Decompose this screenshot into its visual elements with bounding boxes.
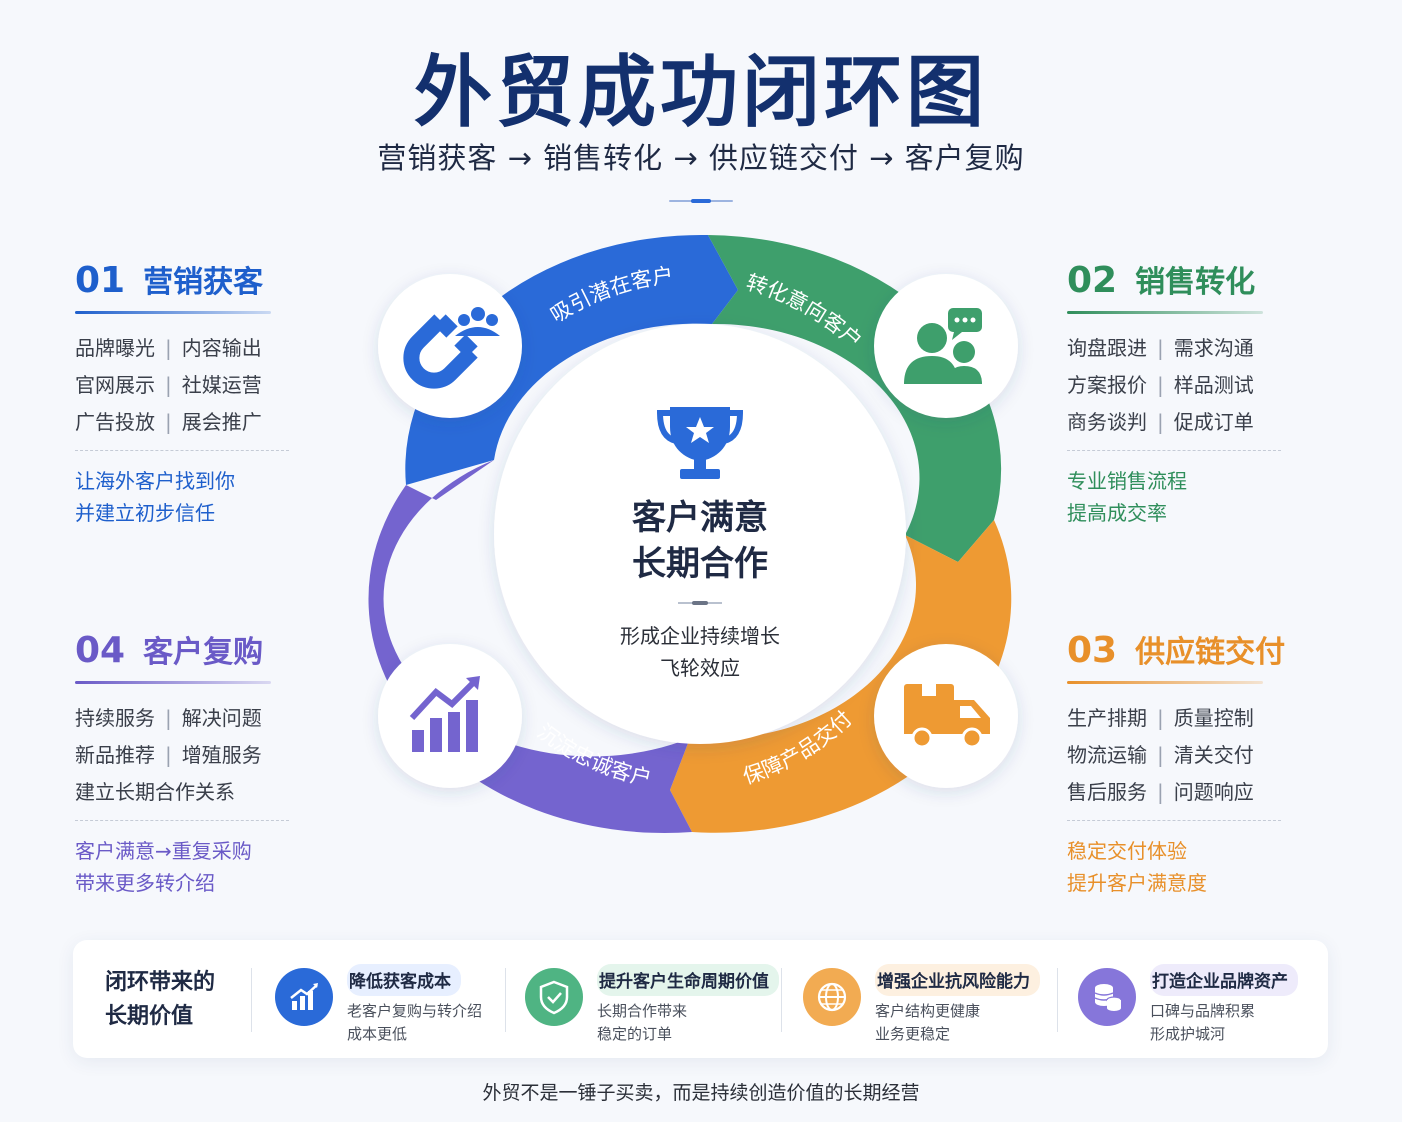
panel-note: 并建立初步信任 xyxy=(75,501,215,525)
panel-title: 供应链交付 xyxy=(1135,635,1286,670)
footer-slogan: 外贸不是一锤子买卖，而是持续创造价值的长期经营 xyxy=(482,1082,920,1104)
panel-repurchase: 04 客户复购 持续服务|解决问题 新品推荐|增殖服务 建立长期合作关系 客户满意… xyxy=(75,627,295,899)
panel-note: 提升客户满意度 xyxy=(1067,871,1207,895)
center-title: 客户满意 长期合作 xyxy=(520,495,880,587)
panel-note: 客户满意→重复采购 xyxy=(75,839,252,863)
panel-line: 商务谈判|促成订单 xyxy=(1067,410,1254,434)
value-bar: 闭环带来的 长期价值 降低获客成本 老客户复购与转介绍 成本更低 提升客户生命周… xyxy=(73,940,1328,1058)
value-item-desc: 客户结构更健康 xyxy=(875,1002,981,1020)
panel-note: 让海外客户找到你 xyxy=(75,469,235,493)
panel-title: 营销获客 xyxy=(143,265,264,300)
panel-underline xyxy=(75,311,271,314)
ring-segment-blue xyxy=(405,234,738,485)
panel-line: 生产排期|质量控制 xyxy=(1067,706,1254,730)
panel-note: 带来更多转介绍 xyxy=(75,871,215,895)
panel-number: 03 xyxy=(1067,630,1118,671)
panel-line: 建立长期合作关系 xyxy=(75,780,235,804)
divider xyxy=(1057,968,1058,1032)
center-sub-line1: 形成企业持续增长 xyxy=(620,624,780,648)
panel-underline xyxy=(75,681,271,684)
panel-number: 01 xyxy=(75,260,126,301)
panel-line: 广告投放|展会推广 xyxy=(75,410,262,434)
trophy-icon xyxy=(656,407,744,479)
panel-line: 售后服务|问题响应 xyxy=(1067,780,1254,804)
divider xyxy=(505,968,506,1032)
title-divider xyxy=(669,199,733,203)
panel-divider xyxy=(75,820,289,821)
globe-icon xyxy=(803,968,861,1026)
value-item-desc: 口碑与品牌积累 xyxy=(1150,1002,1256,1020)
value-item-head: 提升客户生命周期价值 xyxy=(597,964,779,996)
center-title-line2: 长期合作 xyxy=(632,544,768,584)
panel-line: 品牌曝光|内容输出 xyxy=(75,336,262,360)
center-subtitle: 形成企业持续增长 飞轮效应 xyxy=(520,620,880,684)
magnet-people-icon xyxy=(378,274,522,418)
center-title-line1: 客户满意 xyxy=(632,498,768,538)
bar-growth-icon xyxy=(275,968,333,1026)
panel-note: 提高成交率 xyxy=(1067,501,1167,525)
value-item-desc: 稳定的订单 xyxy=(597,1025,673,1043)
value-item-desc: 长期合作带来 xyxy=(597,1002,688,1020)
value-item-desc: 形成护城河 xyxy=(1150,1025,1226,1043)
panel-divider xyxy=(75,450,289,451)
panel-sales: 02 销售转化 询盘跟进|需求沟通 方案报价|样品测试 商务谈判|促成订单 专业销… xyxy=(1067,257,1287,529)
panel-title: 销售转化 xyxy=(1135,265,1256,300)
value-item-desc: 成本更低 xyxy=(347,1025,408,1043)
divider xyxy=(781,968,782,1032)
page-title: 外贸成功闭环图 xyxy=(413,48,988,138)
panel-divider xyxy=(1067,450,1281,451)
growth-chart-icon xyxy=(378,644,522,788)
panel-number: 04 xyxy=(75,630,126,671)
panel-line: 方案报价|样品测试 xyxy=(1067,373,1254,397)
panel-line: 询盘跟进|需求沟通 xyxy=(1067,336,1254,360)
panel-line: 持续服务|解决问题 xyxy=(75,706,262,730)
value-item-head: 降低获客成本 xyxy=(347,964,461,996)
panel-underline xyxy=(1067,681,1263,684)
value-item-head: 打造企业品牌资产 xyxy=(1150,964,1298,996)
panel-line: 官网展示|社媒运营 xyxy=(75,373,262,397)
divider xyxy=(251,968,252,1032)
panel-line: 物流运输|清关交付 xyxy=(1067,743,1254,767)
panel-line: 新品推荐|增殖服务 xyxy=(75,743,262,767)
center-sub-line2: 飞轮效应 xyxy=(660,656,740,680)
chat-people-icon xyxy=(874,274,1018,418)
panel-underline xyxy=(1067,311,1263,314)
coins-icon xyxy=(1078,968,1136,1026)
value-item-head: 增强企业抗风险能力 xyxy=(875,964,1040,996)
panel-title: 客户复购 xyxy=(143,635,264,670)
panel-supply-chain: 03 供应链交付 生产排期|质量控制 物流运输|清关交付 售后服务|问题响应 稳定… xyxy=(1067,627,1287,899)
value-bar-title: 闭环带来的 长期价值 xyxy=(105,970,216,1029)
page-subtitle: 营销获客 → 销售转化 → 供应链交付 → 客户复购 xyxy=(377,141,1025,175)
value-item-desc: 业务更稳定 xyxy=(875,1025,951,1043)
shield-check-icon xyxy=(525,968,583,1026)
panel-number: 02 xyxy=(1067,260,1118,301)
panel-note: 专业销售流程 xyxy=(1067,469,1187,493)
panel-marketing: 01 营销获客 品牌曝光|内容输出 官网展示|社媒运营 广告投放|展会推广 让海外… xyxy=(75,257,295,529)
panel-note: 稳定交付体验 xyxy=(1067,839,1187,863)
panel-divider xyxy=(1067,820,1281,821)
truck-box-icon xyxy=(874,644,1018,788)
value-item-desc: 老客户复购与转介绍 xyxy=(347,1002,483,1020)
